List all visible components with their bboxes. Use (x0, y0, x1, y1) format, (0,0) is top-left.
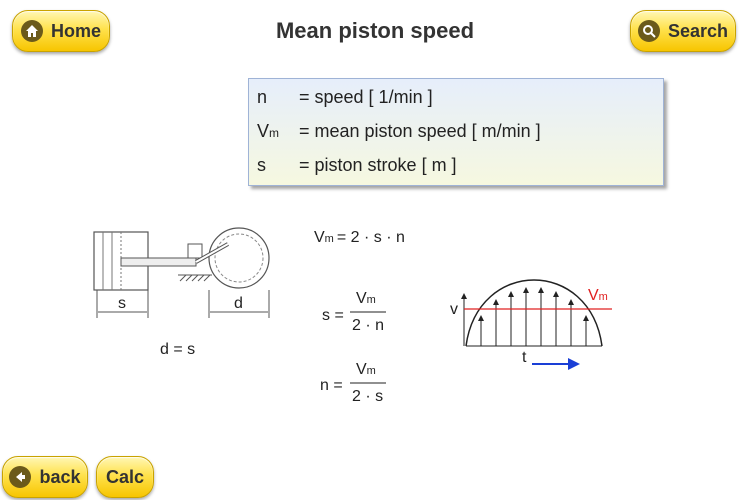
definition-row: Vm = mean piston speed [ m/min ] (257, 121, 541, 142)
calc-label: Calc (105, 466, 145, 487)
mean-speed-label: Vm (588, 287, 608, 304)
back-arrow-icon (9, 466, 32, 488)
definition-text: = mean piston speed [ m/min ] (299, 121, 541, 141)
crank-wheel (208, 227, 270, 289)
ground-hatching (179, 274, 211, 282)
svg-text:2 · n: 2 · n (352, 317, 384, 334)
formula-n: n = Vm 2 · s (320, 361, 386, 405)
definition-text: = piston stroke [ m ] (299, 155, 457, 175)
velocity-axis-label: v (450, 301, 458, 318)
formula-s: s = Vm 2 · n (322, 290, 386, 334)
definition-symbol: Vm (257, 121, 280, 141)
definition-text: = speed [ 1/min ] (299, 87, 433, 107)
piston-rod (120, 257, 197, 267)
definition-row: s = piston stroke [ m ] (257, 155, 457, 176)
search-label: Search (667, 20, 729, 41)
velocity-arc (465, 279, 603, 347)
back-label: back (39, 466, 81, 487)
diameter-label: d (234, 295, 243, 312)
svg-text:Vm: Vm (356, 290, 376, 307)
time-label: t (522, 349, 527, 366)
velocity-profile-diagram: v Vm t (450, 279, 612, 370)
definition-symbol: s (257, 155, 266, 175)
velocity-arrows (478, 287, 589, 346)
back-button[interactable]: back (2, 456, 88, 498)
cylinder-block (93, 231, 149, 291)
stroke-label: s (118, 295, 126, 312)
definitions-box: n = speed [ 1/min ] Vm = mean piston spe… (248, 78, 664, 186)
svg-text:s =: s = (322, 307, 344, 324)
calc-button[interactable]: Calc (96, 456, 154, 498)
svg-text:Vm: Vm (356, 361, 376, 378)
piston-mechanism-diagram: s d (93, 227, 270, 318)
search-icon (637, 20, 660, 42)
definition-symbol: n (257, 87, 268, 107)
search-button[interactable]: Search (630, 10, 736, 52)
page-title: Mean piston speed (275, 18, 475, 43)
svg-text:2 · s: 2 · s (352, 388, 383, 405)
svg-text:Vm= 2 · s · n: Vm= 2 · s · n (314, 229, 405, 246)
home-icon (20, 20, 43, 42)
home-button[interactable]: Home (12, 10, 110, 52)
relation-text: d = s (160, 341, 195, 358)
connecting-rod (195, 242, 229, 264)
guide-block (187, 243, 203, 259)
definition-row: n = speed [ 1/min ] (257, 87, 433, 108)
formula-vm: Vm= 2 · s · n (314, 229, 405, 246)
home-label: Home (50, 20, 101, 41)
svg-text:n =: n = (320, 377, 343, 394)
